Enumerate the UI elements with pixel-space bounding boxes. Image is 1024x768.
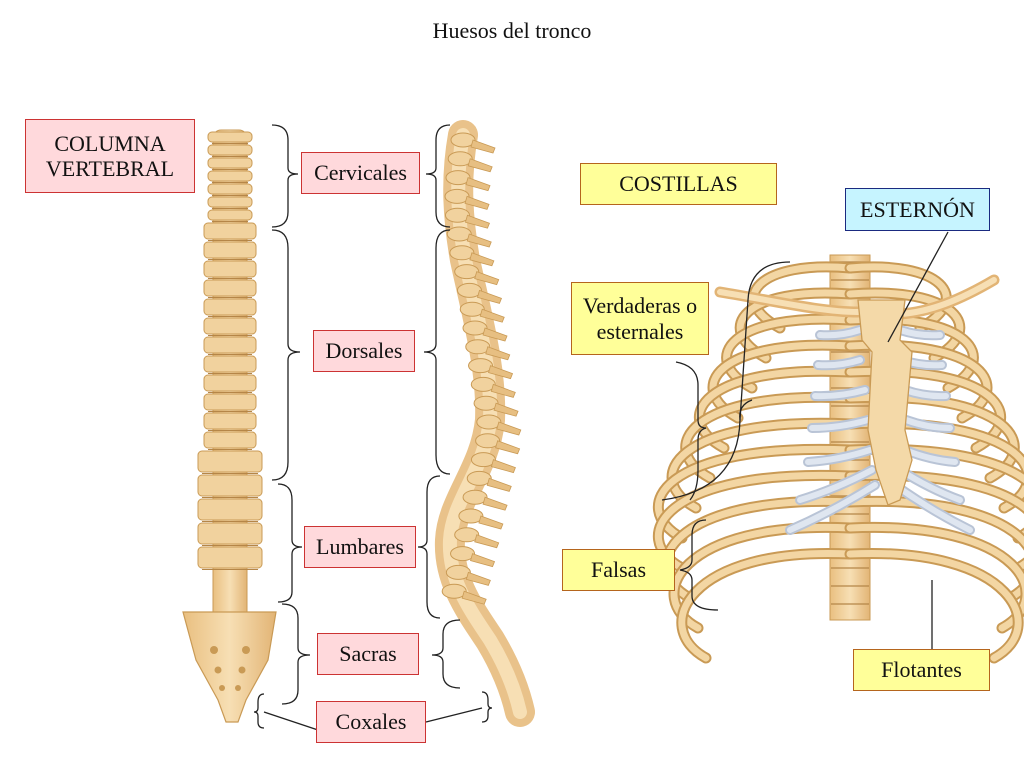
vertebra-side: [476, 414, 502, 430]
vertebra-side: [445, 170, 471, 186]
vertebra-side: [462, 320, 488, 336]
vertebra: [207, 144, 253, 156]
page-title: Huesos del tronco: [432, 18, 592, 43]
vertebra-side: [470, 376, 496, 392]
rib: [846, 523, 1024, 632]
vertebra: [207, 183, 253, 195]
vertebra-side: [454, 264, 480, 280]
vertebra: [197, 546, 263, 569]
label-costillas: COSTILLAS: [580, 163, 777, 205]
costal-cartilage: [797, 467, 875, 503]
vertebra-side: [441, 583, 467, 599]
vertebra-side: [475, 433, 501, 449]
rib: [846, 289, 964, 362]
rib: [723, 315, 854, 392]
sternum: [857, 299, 913, 506]
front-vertebrae: [197, 131, 263, 570]
rib: [678, 549, 854, 662]
vertebra-side: [454, 527, 480, 543]
vertebra-side: [446, 226, 472, 242]
vertebra: [203, 241, 257, 259]
costal-cartilage: [897, 327, 943, 339]
rib: [736, 289, 854, 362]
label-flotantes: Flotantes: [853, 649, 990, 691]
rib: [670, 523, 854, 632]
label-sacras: Sacras: [317, 633, 419, 675]
spine-side-illustration: [434, 120, 535, 727]
vertebra-side: [445, 564, 471, 580]
costal-cartilage: [903, 417, 953, 431]
vertebra: [197, 522, 263, 545]
side-vertebrae: [441, 132, 522, 605]
vertebra: [203, 374, 257, 392]
vertebra: [197, 450, 263, 473]
vertebra-side: [462, 489, 488, 505]
vertebra-side: [450, 132, 476, 148]
vertebra-side: [444, 207, 470, 223]
costal-cartilage: [812, 387, 868, 400]
label-cervicales: Cervicales: [301, 152, 420, 194]
label-verdaderas-esternales: Verdaderas o esternales: [571, 282, 709, 355]
vertebra: [203, 260, 257, 278]
vertebra: [203, 431, 257, 449]
costal-cartilage: [805, 447, 873, 465]
costal-cartilage: [809, 417, 871, 431]
vertebra: [207, 209, 253, 221]
vertebra: [203, 336, 257, 354]
vertebra: [207, 196, 253, 208]
label-lumbares: Lumbares: [304, 526, 416, 568]
vertebra: [197, 498, 263, 521]
rib: [846, 549, 1022, 662]
sacrum-front: [182, 611, 277, 723]
vertebra: [207, 157, 253, 169]
vertebra-side: [465, 339, 491, 355]
vertebra: [207, 170, 253, 182]
label-falsas: Falsas: [562, 549, 675, 591]
vertebra: [203, 222, 257, 240]
vertebra-side: [456, 282, 482, 298]
costal-cartilages: [785, 325, 975, 535]
vertebra: [203, 298, 257, 316]
vertebra: [207, 131, 253, 143]
costal-cartilage: [787, 482, 878, 533]
vertebra-side: [473, 395, 499, 411]
vertebra-side: [450, 546, 476, 562]
vertebra-side: [468, 358, 494, 374]
rib: [846, 263, 950, 332]
brackets: [253, 124, 949, 731]
costal-cartilage: [815, 357, 863, 369]
vertebra: [203, 393, 257, 411]
vertebra-side: [458, 508, 484, 524]
vertebra-side: [459, 301, 485, 317]
spine-front-illustration: [182, 129, 277, 723]
rib: [750, 263, 854, 332]
vertebra-side: [447, 151, 473, 167]
vertebra: [203, 412, 257, 430]
vertebra-side: [444, 188, 470, 204]
vertebra-side: [449, 245, 475, 261]
vertebra: [203, 355, 257, 373]
label-columna-vertebral: COLUMNA VERTEBRAL: [25, 119, 195, 193]
rib: [668, 419, 854, 512]
label-coxales: Coxales: [316, 701, 426, 743]
rib-cage-illustration: [652, 254, 1024, 664]
vertebra: [203, 317, 257, 335]
label-esternon: ESTERNÓN: [845, 188, 990, 231]
vertebra: [197, 474, 263, 497]
vertebra-side: [470, 452, 496, 468]
vertebra: [203, 279, 257, 297]
vertebra-side: [466, 470, 492, 486]
label-dorsales: Dorsales: [313, 330, 415, 372]
costal-cartilage: [817, 327, 863, 339]
